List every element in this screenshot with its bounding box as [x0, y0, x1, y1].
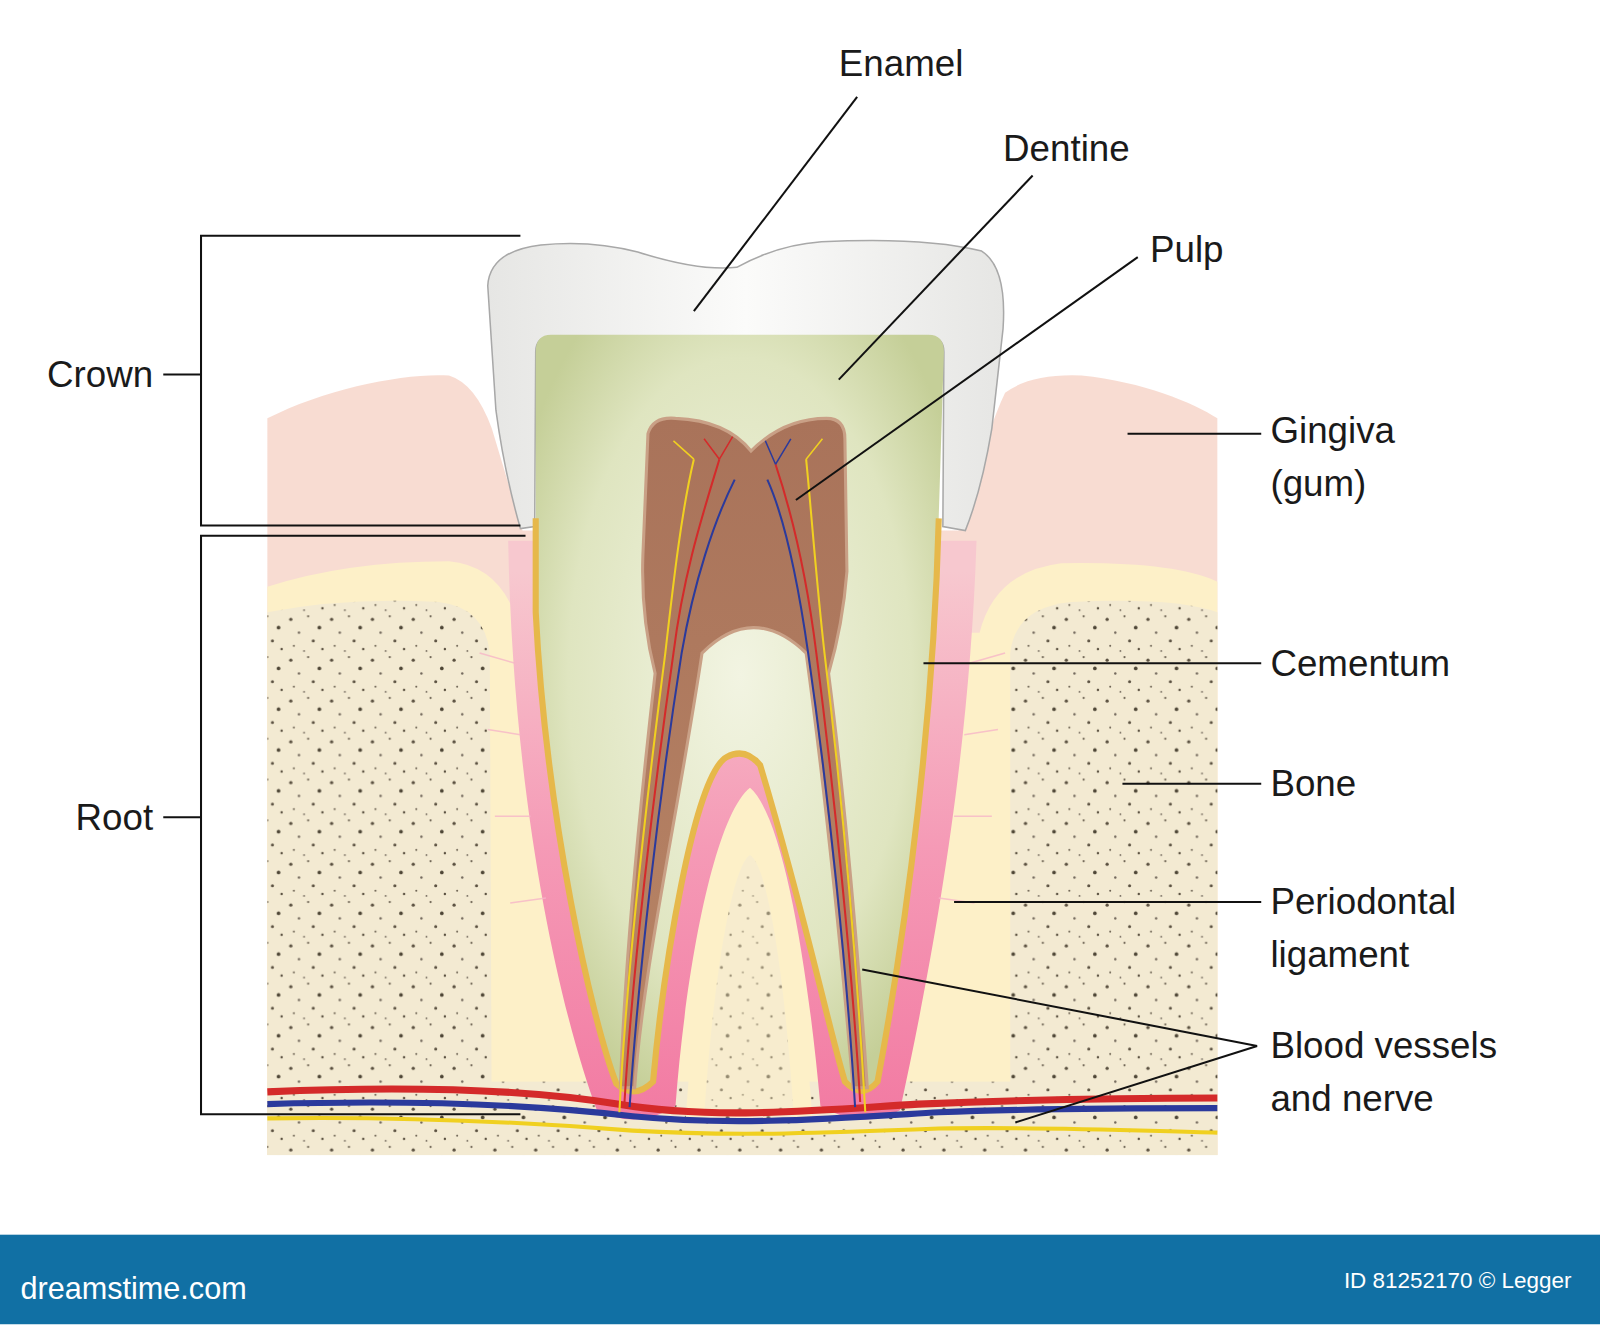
- watermark: dreamstime.com: [20, 1266, 246, 1310]
- part-label: Dentine: [1003, 122, 1130, 175]
- part-label: Gingiva (gum): [1270, 404, 1464, 510]
- watermark: ID 81252170 © Legger: [1344, 1264, 1571, 1297]
- region-label: Root: [76, 791, 154, 844]
- part-label: Bone: [1270, 757, 1356, 810]
- part-label: Enamel: [839, 37, 964, 90]
- part-label: Pulp: [1150, 223, 1224, 276]
- part-label: Blood vessels and nerve: [1270, 1019, 1546, 1125]
- region-label: Crown: [47, 348, 153, 401]
- part-label: Cementum: [1270, 637, 1450, 690]
- part-label: Periodontal ligament: [1270, 876, 1546, 982]
